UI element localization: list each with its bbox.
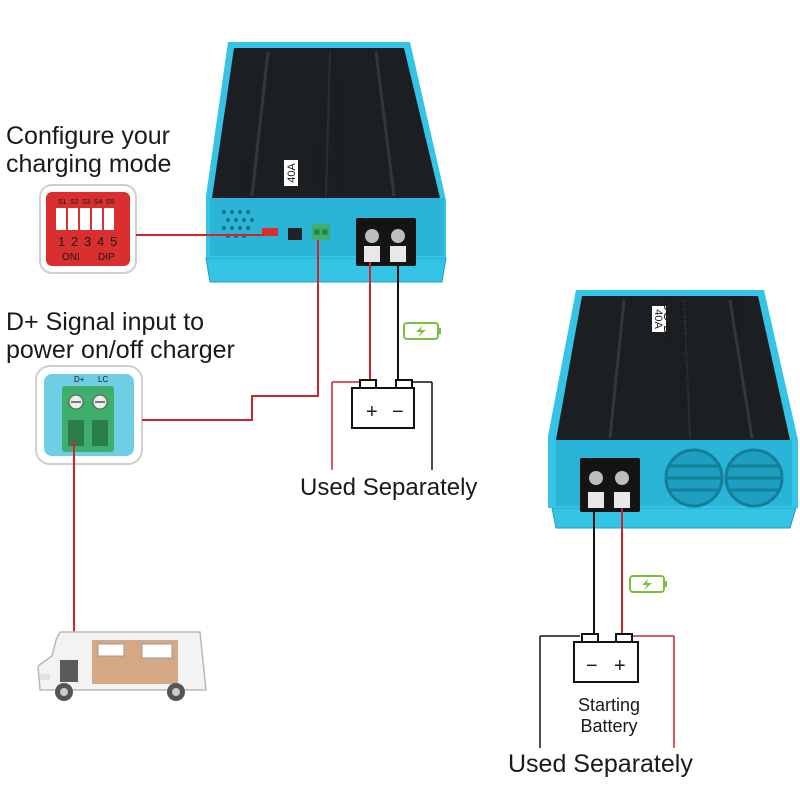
front-line1: DC-DC [312,144,327,186]
charge-icon [403,322,441,340]
starting-battery-line2: Battery [580,716,637,736]
dip-top-4: S4 [94,199,103,206]
dip-switch-small [262,228,278,236]
starting-battery-line1: Starting [578,695,640,715]
battery-top-plus: + [366,401,378,423]
back-line1: DC-DC [661,302,676,344]
terminal-label-dplus: D+ [74,375,85,384]
back-line2: BATTERY CHARGER [677,302,689,410]
dip-top-2: S2 [70,199,79,206]
dplus-leader-line [142,240,319,421]
battery-bottom: − + [573,633,639,683]
fan-left [664,448,724,508]
dip-dip-label: DIP [98,252,115,263]
used-separately-bottom: Used Separately [508,750,693,778]
rv-icon [37,631,207,701]
battery-bottom-plus: + [614,655,626,677]
configure-line1: Configure your [6,122,170,150]
dip-num-5: 5 [110,234,117,249]
front-brand: RENOGY [243,157,252,192]
configure-line2: charging mode [6,150,171,178]
front-rating: 40A [286,163,298,183]
battery-top: + − [351,379,415,429]
charge-icon-bottom [629,575,667,593]
battery-top-minus: − [392,401,404,423]
back-brand: RENOGY [732,296,741,331]
dip-toggles [56,208,114,230]
terminal-label-lc: LC [98,375,108,384]
dip-num-2: 2 [71,234,78,249]
terminal-block-zoom: D+ LC [35,365,143,465]
dip-top-3: S3 [82,199,91,206]
dip-switch-zoom: S1 S2 S3 S4 S5 1 2 3 4 5 ONI DIP [39,184,137,274]
dplus-line1: D+ Signal input to [6,308,204,336]
fan-right [724,448,784,508]
front-line2: BATTERY CHARGER [333,78,345,186]
dip-top-5: S5 [106,199,115,206]
terminal-small [312,224,330,240]
battery-bottom-minus: − [586,655,598,677]
dip-num-4: 4 [97,234,104,249]
used-separately-top: Used Separately [300,474,477,501]
dplus-line2: power on/off charger [6,336,235,364]
charger-front: 40A DC-DC BATTERY CHARGER RENOGY [205,42,447,283]
dip-num-3: 3 [84,234,91,249]
charger-back: 40A DC-DC BATTERY CHARGER RENOGY [548,290,798,529]
dip-num-1: 1 [58,234,65,249]
dip-on-label: ONI [62,252,80,263]
dip-top-1: S1 [58,199,67,206]
back-rating: 40A [652,309,664,329]
